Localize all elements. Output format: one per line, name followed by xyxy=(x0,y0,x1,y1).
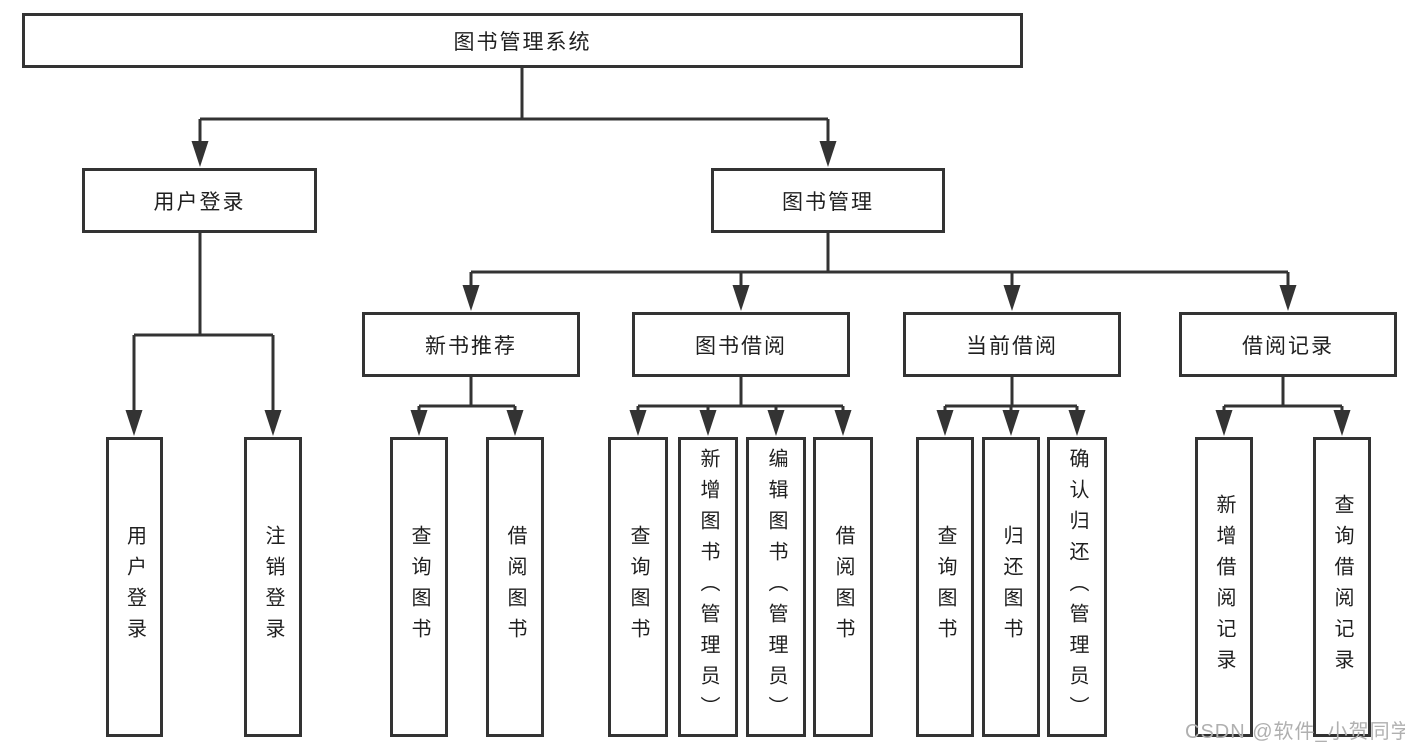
arrowhead xyxy=(1003,285,1021,311)
connector-book-mgmt-to-level3 xyxy=(469,232,1290,290)
leaf-query-book-recommend: 查询图书 xyxy=(390,437,448,737)
connector-segments xyxy=(132,68,1344,415)
leaf-edit-book-admin: 编辑图书（管理员） xyxy=(746,437,806,737)
arrowhead xyxy=(125,410,143,436)
arrowhead xyxy=(410,410,428,436)
csdn-watermark: CSDN @软件_小贺同学 xyxy=(1185,721,1405,743)
node-user-login: 用户登录 xyxy=(82,168,317,233)
arrowhead xyxy=(767,410,785,436)
leaf-return-book: 归还图书 xyxy=(982,437,1040,737)
arrowhead xyxy=(819,141,837,167)
connector-current-borrow-to-leaves xyxy=(943,377,1079,415)
leaf-add-book-admin: 新增图书（管理员） xyxy=(678,437,738,737)
arrowhead xyxy=(629,410,647,436)
arrowheads xyxy=(125,141,1351,436)
leaf-logout: 注销登录 xyxy=(244,437,302,737)
leaf-query-borrow-record: 查询借阅记录 xyxy=(1313,437,1371,737)
node-book-management: 图书管理 xyxy=(711,168,945,233)
connector-borrow-record-to-leaves xyxy=(1222,377,1344,415)
leaf-query-book-borrow: 查询图书 xyxy=(608,437,668,737)
connector-new-rec-to-leaves xyxy=(417,377,517,415)
node-current-borrow: 当前借阅 xyxy=(903,312,1121,377)
arrowhead xyxy=(1068,410,1086,436)
connector-root-to-level2 xyxy=(198,68,830,146)
connector-user-login-to-leaves xyxy=(132,233,275,415)
leaf-confirm-return-admin: 确认归还（管理员） xyxy=(1047,437,1107,737)
arrowhead xyxy=(1002,410,1020,436)
arrowhead xyxy=(1215,410,1233,436)
arrowhead xyxy=(264,410,282,436)
arrowhead xyxy=(191,141,209,167)
arrowhead xyxy=(834,410,852,436)
leaf-query-book-current: 查询图书 xyxy=(916,437,974,737)
arrowhead xyxy=(506,410,524,436)
arrowhead xyxy=(1279,285,1297,311)
leaf-user-login: 用户登录 xyxy=(106,437,163,737)
arrowhead xyxy=(732,285,750,311)
leaf-borrow-book-recommend: 借阅图书 xyxy=(486,437,544,737)
node-borrow-record: 借阅记录 xyxy=(1179,312,1397,377)
node-root-system: 图书管理系统 xyxy=(22,13,1023,68)
arrowhead xyxy=(462,285,480,311)
node-new-book-recommend: 新书推荐 xyxy=(362,312,580,377)
connector-book-borrow-to-leaves xyxy=(636,377,845,415)
arrowhead xyxy=(1333,410,1351,436)
arrowhead xyxy=(699,410,717,436)
arrowhead xyxy=(936,410,954,436)
leaf-borrow-book-borrow: 借阅图书 xyxy=(813,437,873,737)
leaf-add-borrow-record: 新增借阅记录 xyxy=(1195,437,1253,737)
node-book-borrow: 图书借阅 xyxy=(632,312,850,377)
